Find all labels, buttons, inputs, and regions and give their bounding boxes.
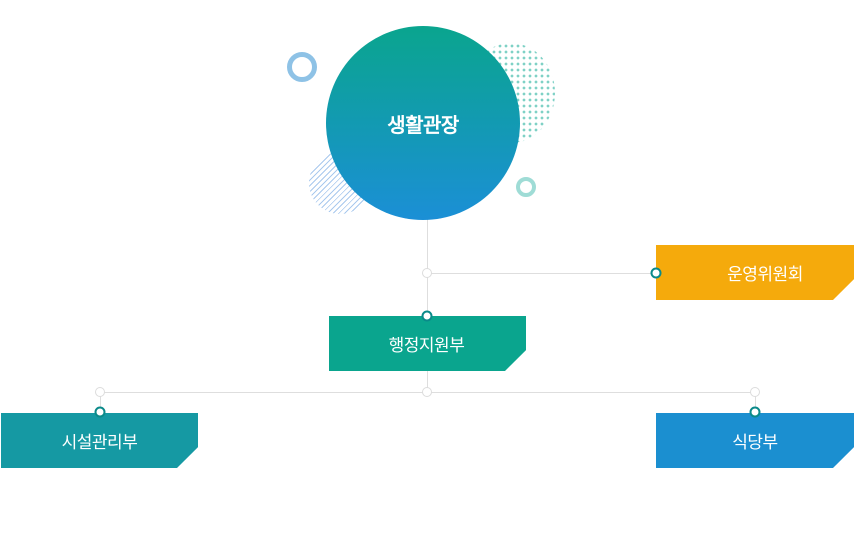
junction-dot [750, 387, 760, 397]
head-node-label: 생활관장 [387, 112, 459, 137]
connector-to-committee [427, 273, 656, 274]
admin-node: 행정지원부 [329, 316, 526, 371]
connector-admin-to-branches [427, 370, 428, 392]
junction-dot [95, 387, 105, 397]
facilities-node-label: 시설관리부 [61, 433, 138, 453]
junction-dot [422, 387, 432, 397]
head-node: 생활관장 [326, 26, 520, 220]
admin-pin [421, 310, 433, 322]
facilities-pin [94, 406, 106, 418]
blue-ring-decoration [287, 52, 317, 82]
connector-head-to-admin [427, 215, 428, 315]
committee-node-label: 운영위원회 [727, 265, 803, 285]
facilities-node: 시설관리부 [1, 413, 198, 468]
connector-to-facilities [100, 392, 101, 412]
teal-ring-decoration [516, 177, 536, 197]
cafeteria-node-label: 식당부 [732, 433, 778, 453]
cafeteria-node: 식당부 [656, 413, 854, 468]
admin-node-label: 행정지원부 [388, 336, 465, 356]
committee-pin [650, 267, 662, 279]
committee-node: 운영위원회 [656, 245, 854, 300]
connector-to-cafeteria [755, 392, 756, 412]
junction-dot [422, 268, 432, 278]
cafeteria-pin [749, 406, 761, 418]
